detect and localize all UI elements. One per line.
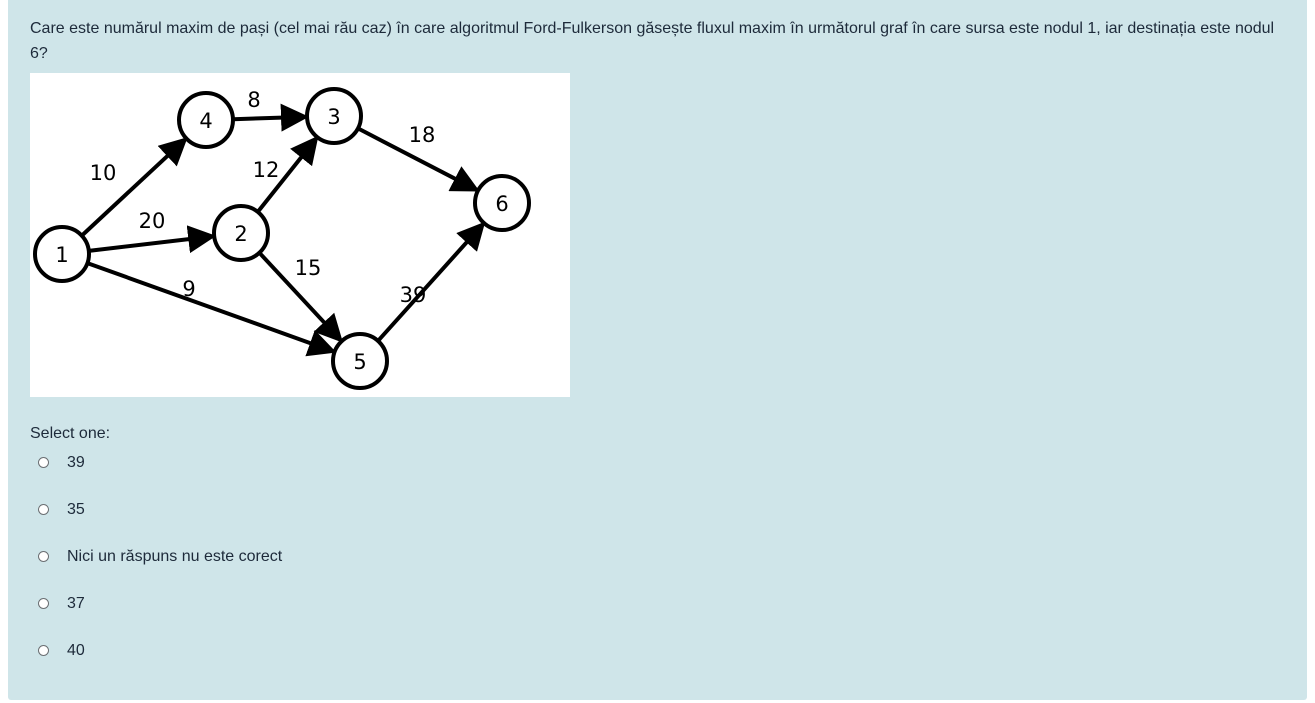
answer-option[interactable]: Nici un răspuns nu este corect [38, 546, 282, 593]
graph-node-label: 4 [199, 109, 212, 133]
edge-1-5 [86, 261, 337, 357]
answer-option[interactable]: 39 [38, 452, 282, 499]
edge-capacity-label: 18 [409, 123, 436, 147]
answer-option[interactable]: 40 [38, 640, 282, 687]
answer-option-label: Nici un răspuns nu este corect [67, 548, 283, 565]
edge-2-3 [256, 135, 319, 214]
edge-capacity-label: 39 [400, 283, 427, 307]
graph-node-4 [177, 91, 235, 149]
edge-1-2 [88, 225, 217, 254]
radio-button[interactable] [38, 504, 49, 515]
edge-5-6 [376, 221, 486, 343]
answer-option[interactable]: 35 [38, 499, 282, 546]
edge-capacity-label: 9 [182, 277, 195, 301]
answer-option-label: 40 [67, 642, 85, 659]
answer-option-label: 37 [67, 595, 85, 612]
radio-button[interactable] [38, 645, 49, 656]
graph-node-2 [212, 204, 270, 262]
graph-node-label: 1 [55, 243, 68, 267]
edge-capacity-label: 20 [139, 209, 166, 233]
edge-capacity-label: 8 [247, 88, 260, 112]
graph-node-label: 6 [495, 192, 508, 216]
answer-options: 39 35 Nici un răspuns nu este corect 37 … [38, 452, 282, 687]
edge-capacity-label: 10 [90, 161, 117, 185]
edge-3-6 [357, 126, 480, 192]
graph-node-3 [305, 87, 363, 145]
edge-capacity-label: 15 [295, 256, 322, 280]
question-text: Care este numărul maxim de pași (cel mai… [30, 20, 1275, 62]
edge-2-5 [257, 251, 344, 343]
answer-option-label: 35 [67, 501, 85, 518]
radio-button[interactable] [38, 598, 49, 609]
edge-4-3 [232, 103, 309, 132]
graph-node-label: 5 [353, 350, 366, 374]
answer-option[interactable]: 37 [38, 593, 282, 640]
graph-node-label: 2 [234, 222, 247, 246]
select-one-label: Select one: [30, 425, 111, 442]
graph-node-label: 3 [327, 105, 340, 129]
radio-button[interactable] [38, 457, 49, 468]
graph-node-1 [33, 225, 91, 283]
question-panel: Care este numărul maxim de pași (cel mai… [8, 0, 1307, 700]
graph-node-6 [473, 174, 531, 232]
radio-button[interactable] [38, 551, 49, 562]
edge-1-4 [80, 137, 188, 238]
graph-node-5 [331, 332, 389, 390]
answer-option-label: 39 [67, 454, 85, 471]
edge-capacity-label: 12 [253, 158, 280, 182]
